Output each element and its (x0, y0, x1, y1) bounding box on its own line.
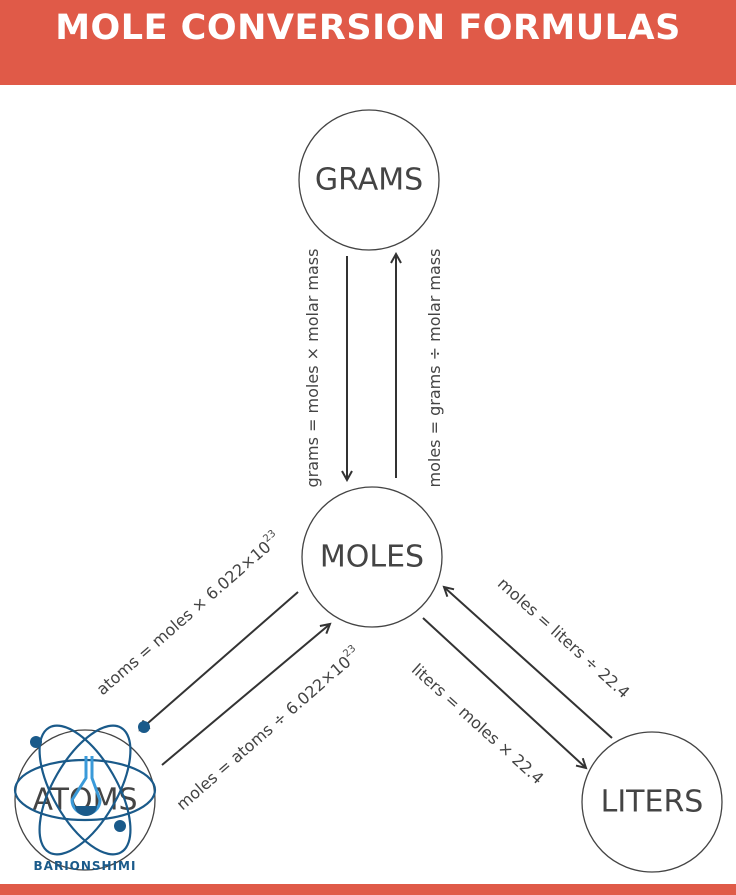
formula-liters: liters = moles × 22.4 (408, 660, 548, 788)
node-atoms: ATOMS (14, 729, 156, 871)
barionshimi-logo: BARIONSHIMI (13, 721, 157, 873)
formula-moles-from-atoms: moles = atoms ÷ 6.022×1023 (172, 643, 364, 814)
formula-atoms-text: atoms = moles × 6.022×10 (93, 537, 275, 699)
formula-moles-from-liters: moles = liters ÷ 22.4 (494, 574, 634, 702)
formula-grams: grams = moles × molar mass (303, 249, 322, 488)
formula-moles-from-grams: moles = grams ÷ molar mass (425, 249, 444, 488)
node-liters: LITERS (581, 731, 723, 873)
formula-atoms: atoms = moles × 6.022×1023 (92, 528, 284, 699)
arrow-moles-to-atoms (140, 591, 299, 730)
footer-bar (0, 884, 736, 895)
header-banner: MOLE CONVERSION FORMULAS (0, 0, 736, 85)
arrow-moles-to-liters (422, 617, 586, 768)
logo-text: BARIONSHIMI (34, 859, 137, 873)
node-grams: GRAMS (298, 109, 440, 251)
arrow-liters-to-moles (444, 587, 613, 739)
arrow-atoms-to-moles (161, 624, 330, 766)
node-moles: MOLES (301, 486, 443, 628)
page-title: MOLE CONVERSION FORMULAS (55, 8, 681, 48)
node-liters-label: LITERS (601, 785, 704, 820)
node-grams-label: GRAMS (315, 163, 423, 198)
node-moles-label: MOLES (320, 540, 424, 575)
